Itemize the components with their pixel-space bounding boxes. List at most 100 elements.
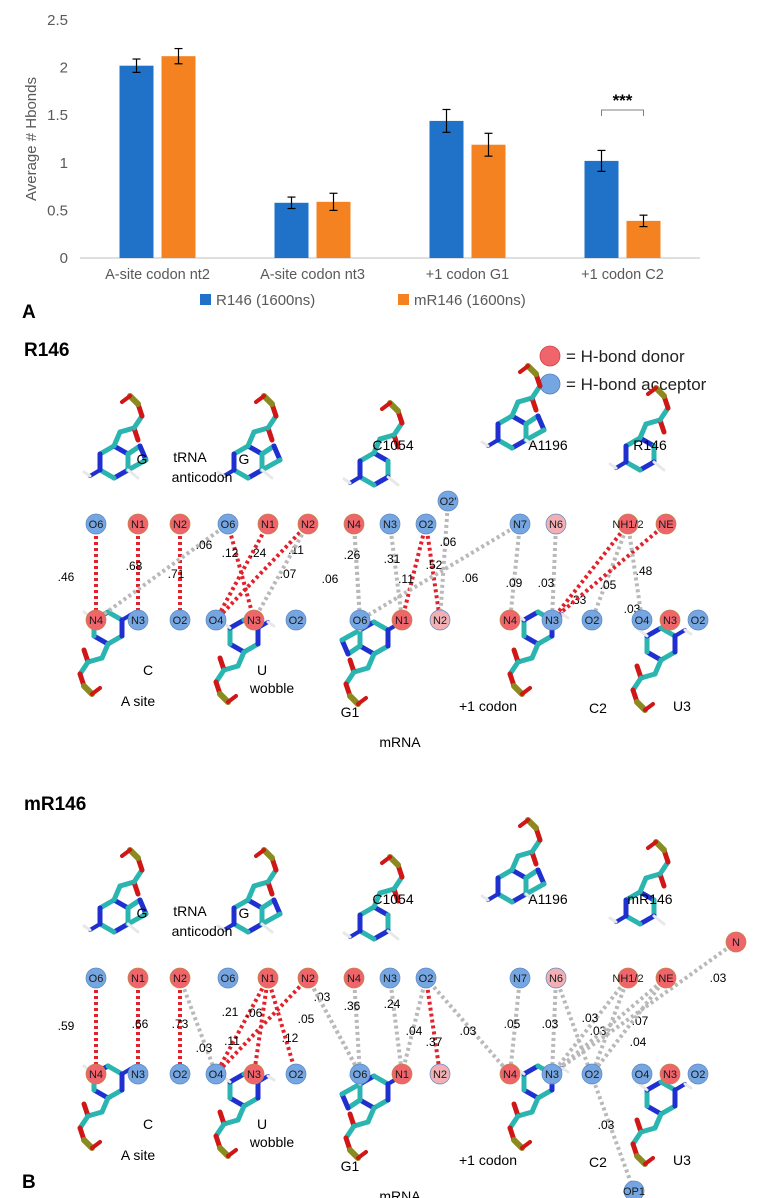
atom-label: O2 (419, 973, 434, 985)
hbond-edge (424, 977, 442, 1075)
hbond-edge (550, 522, 668, 622)
hbond-edge (590, 977, 630, 1075)
atom-node (243, 1063, 265, 1085)
bond-stick (97, 467, 117, 481)
hbond-edge (352, 523, 362, 621)
atom-label: N3 (131, 1069, 145, 1081)
atom-node (499, 1063, 521, 1085)
atom-label: N3 (545, 1069, 559, 1081)
atom-node (391, 609, 413, 631)
bond-stick (231, 897, 251, 911)
molecule-label: anticodon (172, 923, 233, 939)
bond-stick (637, 459, 657, 473)
atom-label: N2 (301, 973, 315, 985)
bond-stick (348, 475, 362, 485)
atom-node (623, 1180, 645, 1198)
hbond-value: .05 (504, 1017, 521, 1031)
bond-stick (365, 1105, 377, 1125)
atom-node (437, 490, 459, 512)
hbond-edge (352, 977, 362, 1075)
bar (429, 120, 464, 258)
hbond-edge (388, 977, 404, 1075)
hbond-value: .12 (282, 1031, 299, 1045)
hbond-value: .07 (280, 567, 297, 581)
molecule-label: A1196 (528, 891, 568, 907)
bond-stick (222, 922, 236, 932)
bond-stick (509, 399, 521, 419)
bond-stick (245, 467, 265, 481)
atom-label: O6 (353, 615, 368, 627)
bond-stick (231, 921, 251, 935)
bond-stick (509, 413, 529, 427)
bond-stick (254, 848, 266, 858)
atom-label: N4 (89, 1069, 103, 1081)
bond-stick (365, 651, 377, 671)
molecule-label: G1 (341, 1158, 360, 1174)
atom-label: NH1/2 (612, 519, 643, 531)
hbond-value: .73 (172, 1017, 189, 1031)
molecule-model (339, 619, 406, 707)
bond-stick (386, 475, 400, 487)
molecule-label: tRNA (173, 903, 207, 919)
atom-label: N2 (433, 1069, 447, 1081)
y-tick-label: 1 (60, 155, 68, 172)
molecule-model (342, 400, 405, 488)
bond-stick (216, 924, 226, 932)
hbond-value: .09 (506, 576, 523, 590)
atom-label: N3 (383, 973, 397, 985)
hbond-edge (252, 523, 310, 621)
x-tick-label: A-site codon nt3 (260, 267, 365, 283)
bond-stick (126, 468, 140, 480)
atom-node (429, 609, 451, 631)
atom-label: N4 (503, 1069, 517, 1081)
bond-stick (509, 867, 529, 881)
bar (471, 144, 506, 258)
atom-node (257, 967, 279, 989)
molecule-label: +1 codon (459, 1152, 517, 1168)
bond-stick (111, 429, 123, 449)
bond-stick (216, 470, 226, 478)
atom-label: O6 (221, 973, 236, 985)
atom-label: N3 (247, 615, 261, 627)
molecule-label: anticodon (172, 469, 233, 485)
bond-stick (82, 470, 92, 478)
hbond-value: .03 (590, 1024, 607, 1038)
bond-stick (241, 1095, 261, 1109)
bond-stick (88, 922, 102, 932)
atom-node (655, 513, 677, 535)
atom-node (349, 1063, 371, 1085)
molecule-label: mRNA (379, 734, 421, 750)
bond-stick (371, 436, 383, 456)
bond-stick (357, 904, 377, 918)
atom-node (499, 609, 521, 631)
atom-node (509, 513, 531, 535)
bond-stick (386, 929, 400, 941)
bond-stick (245, 921, 265, 935)
bond-stick (357, 643, 377, 657)
x-tick-label: A-site codon nt2 (105, 267, 210, 283)
molecule-model (608, 385, 671, 473)
atom-node (285, 1063, 307, 1085)
atom-node (617, 967, 639, 989)
molecule-model (630, 1079, 693, 1167)
atom-label: O2 (173, 1069, 188, 1081)
atom-node (297, 967, 319, 989)
bond-stick (235, 1103, 247, 1123)
significance-label: *** (613, 91, 633, 110)
molecule-label: U3 (673, 698, 691, 714)
bond-stick (509, 437, 529, 451)
bond-stick (535, 633, 555, 647)
y-tick-label: 1.5 (47, 107, 68, 124)
bar (119, 65, 154, 258)
atom-label: O6 (221, 519, 236, 531)
molecule-model (339, 1073, 406, 1161)
bond-stick (105, 1063, 125, 1077)
hbond-edge (438, 500, 450, 621)
hbond-edge (214, 976, 310, 1076)
atom-label: N1 (261, 973, 275, 985)
bond-stick (658, 1079, 678, 1093)
hbond-value: .05 (298, 1012, 315, 1026)
atom-node (243, 609, 265, 631)
legend-entry: mR146 (1600ns) (414, 292, 526, 309)
